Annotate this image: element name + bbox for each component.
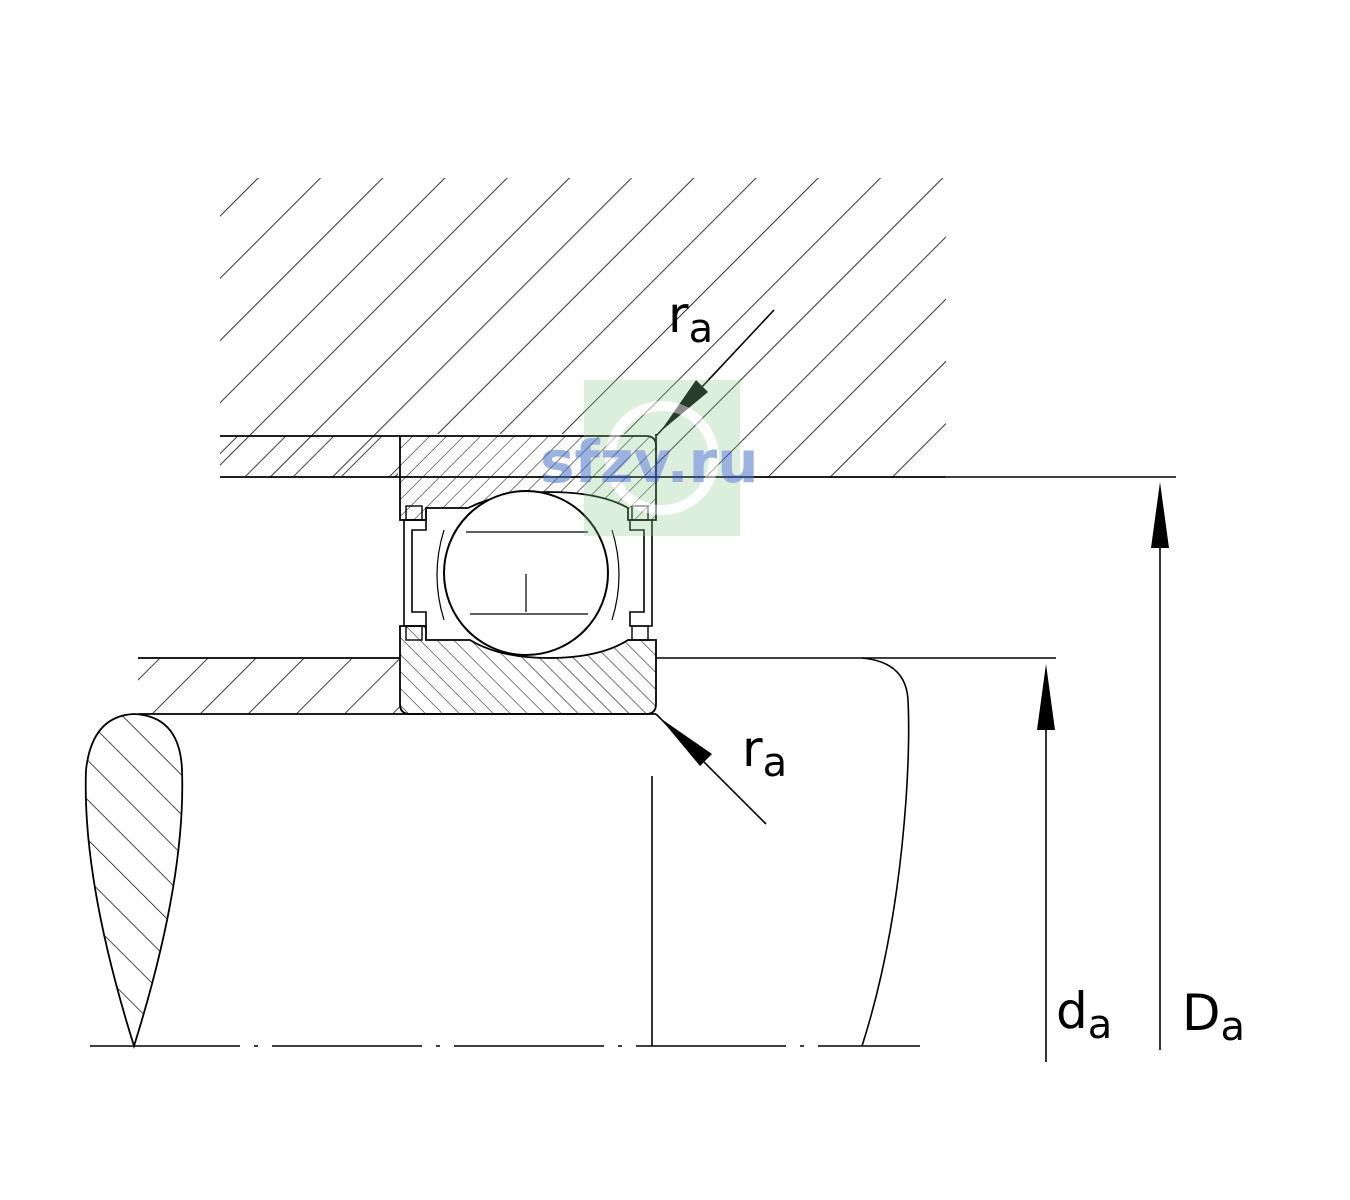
label-ra-bottom: ra — [742, 720, 787, 786]
shaft-spacer — [138, 657, 656, 715]
shaft-shoulder-profile — [861, 657, 910, 1047]
cage-arc-right — [611, 529, 620, 621]
label-ra-top: ra — [668, 286, 713, 352]
label-da: da — [1056, 982, 1112, 1048]
shaft-shoulder — [656, 657, 1056, 1047]
housing-hatch-area — [220, 178, 946, 478]
dimension-Da — [946, 476, 1176, 1050]
watermark-text: sfzv.ru — [540, 428, 759, 496]
shaft-teardrop — [84, 713, 184, 1050]
housing-spacer — [220, 435, 946, 478]
Da-arrowhead — [1151, 482, 1169, 548]
watermark-bearing-icon — [605, 401, 719, 515]
seal-left-groove-bottom — [405, 625, 423, 641]
ra-bottom-leader — [655, 713, 767, 825]
dimension-da — [1037, 664, 1055, 1062]
shaft-spacer-hatch — [138, 658, 400, 714]
seal-left-groove-top — [405, 505, 423, 521]
cage-arc-left — [436, 529, 445, 621]
ball-outline — [443, 490, 609, 656]
bearing-outer-ring — [399, 435, 657, 521]
label-Da: Da — [1182, 984, 1245, 1050]
center-lines — [90, 776, 920, 1047]
rolling-ball — [443, 490, 609, 656]
ra-bottom-arrowhead — [660, 718, 712, 766]
da-arrowhead — [1037, 664, 1055, 730]
housing-spacer-hatch — [220, 436, 400, 476]
watermark-logo: sfzv.ru — [540, 380, 759, 536]
seal-right-groove-bottom — [631, 625, 649, 641]
shaft-section — [84, 713, 184, 1050]
seal-left — [403, 519, 427, 627]
outer-ring-section — [399, 435, 657, 521]
